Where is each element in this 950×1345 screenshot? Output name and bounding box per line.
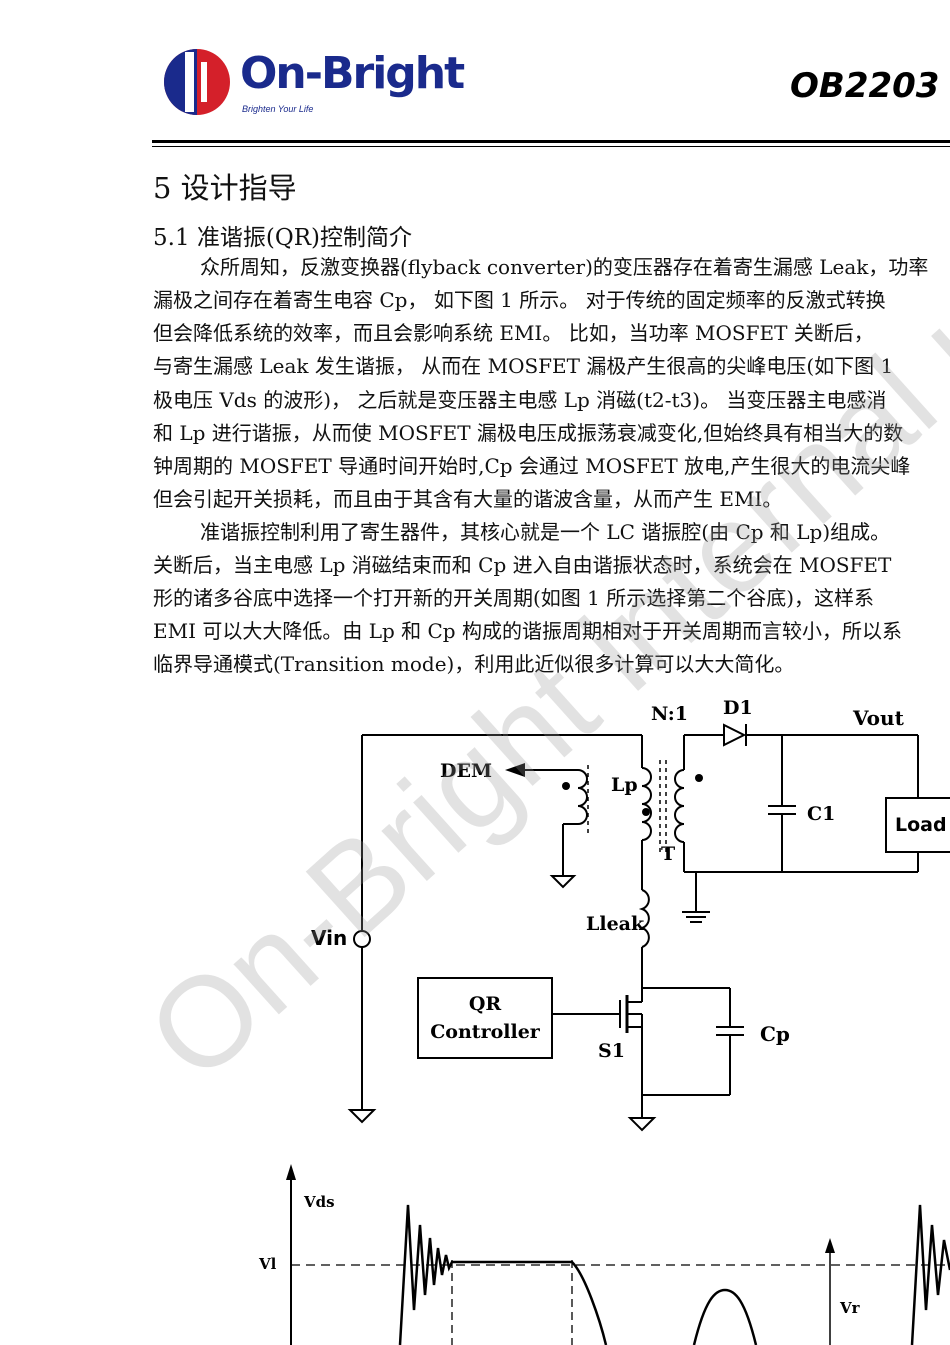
vin-label: Vin [311,926,347,950]
paragraph-line: 与寄生漏感 Leak 发生谐振， 从而在 MOSFET 漏极产生很高的尖峰电压(… [153,354,894,378]
section-title: 5 设计指导 [153,171,297,205]
qr-flyback-schematic: N:1 D1 Vout DEM Lp C1 Load T Lleak Vin Q… [311,697,950,1132]
dem-label: DEM [440,760,492,782]
qr-controller-box [417,977,553,1059]
cp-label: Cp [760,1022,790,1046]
primary-winding-lp [641,767,652,841]
paragraph-line: 但会引起开关损耗，而且由于其含有大量的谐波含量，从而产生 EMI。 [153,487,783,511]
aux-winding [577,769,588,825]
c1-label: C1 [807,803,835,825]
on-bright-logo [164,49,230,115]
diode-d1 [723,723,747,747]
paragraph-line: 钟周期的 MOSFET 导通时间开始时,Cp 会通过 MOSFET 放电,产生很… [153,454,911,478]
paragraph-line: EMI 可以大大降低。由 Lp 和 Cp 构成的谐振周期相对于开关周期而言较小，… [153,619,902,643]
controller-label-line2: Controller [430,1021,541,1043]
subsection-title: 5.1 准谐振(QR)控制简介 [153,225,413,251]
vds-trace [398,1204,950,1345]
paragraph-line: 临界导通模式(Transition mode)，利用此近似很多计算可以大大简化。 [153,652,795,676]
paragraph-line: 关断后，当主电感 Lp 消磁结束而和 Cp 进入自由谐振状态时，系统会在 MOS… [153,553,892,577]
brand-name: On-Bright [240,48,465,99]
dem-arrow [505,763,525,777]
lp-label: Lp [611,774,638,796]
vds-axis-label: Vds [303,1193,335,1211]
paragraph-line: 形的诸多谷底中选择一个打开新的开关周期(如图 1 所示选择第二个谷底)，这样系 [153,586,875,610]
ground-symbol [347,1109,377,1124]
paragraph-line: 和 Lp 进行谐振，从而使 MOSFET 漏极电压成振荡衰减变化,但始终具有相当… [153,421,904,445]
vds-waveform: Vds Vl Vr [258,1164,950,1345]
paragraph-line: 极电压 Vds 的波形)， 之后就是变压器主电感 Lp 消磁(t2-t3)。 当… [153,388,887,412]
load-box [885,797,950,853]
load-label: Load [895,814,947,836]
transformer-label: T [661,843,675,865]
header-rule-thin [152,146,950,147]
secondary-winding [674,769,685,843]
vr-label: Vr [839,1299,861,1317]
vout-label: Vout [852,706,905,730]
header-rule [152,140,950,143]
vl-label: Vl [258,1255,277,1273]
diode-label: D1 [723,697,753,719]
lleak-label: Lleak [586,913,645,935]
paragraph-line: 众所周知，反激变换器(flyback converter)的变压器存在着寄生漏感… [200,255,929,279]
ground-symbol [627,1117,657,1132]
paragraph-line: 准谐振控制利用了寄生器件，其核心就是一个 LC 谐振腔(由 Cp 和 Lp)组成… [200,520,891,544]
controller-label-line1: QR [469,993,502,1015]
s1-label: S1 [598,1040,625,1062]
paragraph-line: 但会降低系统的效率，而且会影响系统 EMI。 比如，当功率 MOSFET 关断后… [153,321,874,345]
brand-tagline: Brighten Your Life [242,104,314,114]
turns-ratio-label: N:1 [651,703,688,725]
leakage-inductor [638,889,650,948]
paragraph-line: 漏极之间存在着寄生电容 Cp， 如下图 1 所示。 对于传统的固定频率的反激式转… [153,288,886,312]
model-title: OB2203 · [790,66,950,106]
